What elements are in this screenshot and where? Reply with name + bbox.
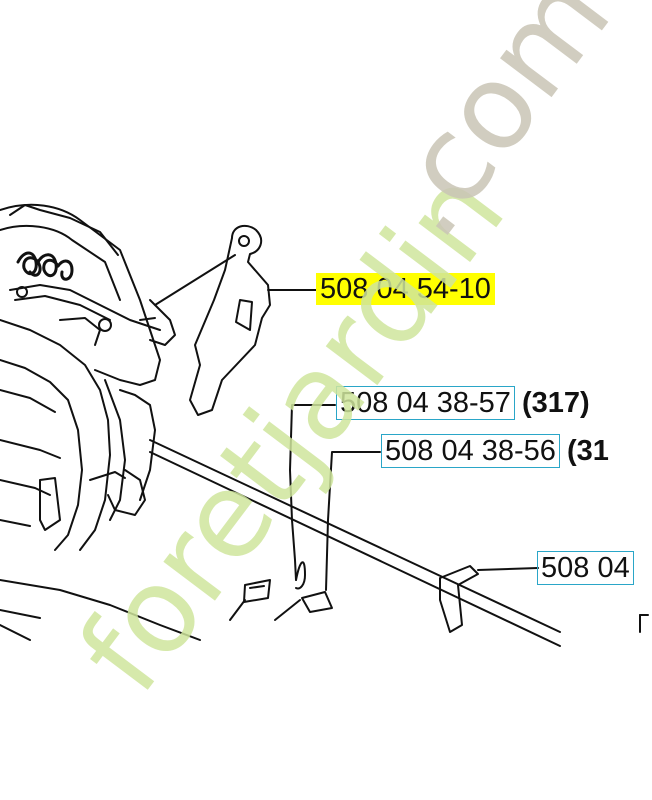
part-number: 508 04 54-10 [316, 273, 495, 305]
engine-housing [0, 203, 201, 641]
part-label-throttle-bracket: 508 04 54-10 [316, 272, 495, 306]
throttle-bracket [189, 224, 271, 416]
part-label-cable-317: 508 04 38-57(317) [336, 386, 590, 420]
cable-31 [274, 451, 381, 621]
part-quantity: (317) [521, 387, 590, 419]
throttle-rod [149, 439, 561, 647]
spring-assembly [9, 251, 176, 346]
part-number: 508 04 38-56 [381, 434, 560, 468]
part-label-cable-31: 508 04 38-56(31 [381, 434, 609, 468]
part-number: 508 04 38-57 [336, 386, 515, 420]
part-quantity: (31 [566, 435, 609, 467]
trigger-part [439, 565, 539, 633]
part-label-trigger-part: 508 04 [537, 551, 634, 585]
leader-line-2 [154, 254, 236, 306]
part-number: 508 04 [537, 551, 634, 585]
cable-317 [229, 404, 336, 621]
